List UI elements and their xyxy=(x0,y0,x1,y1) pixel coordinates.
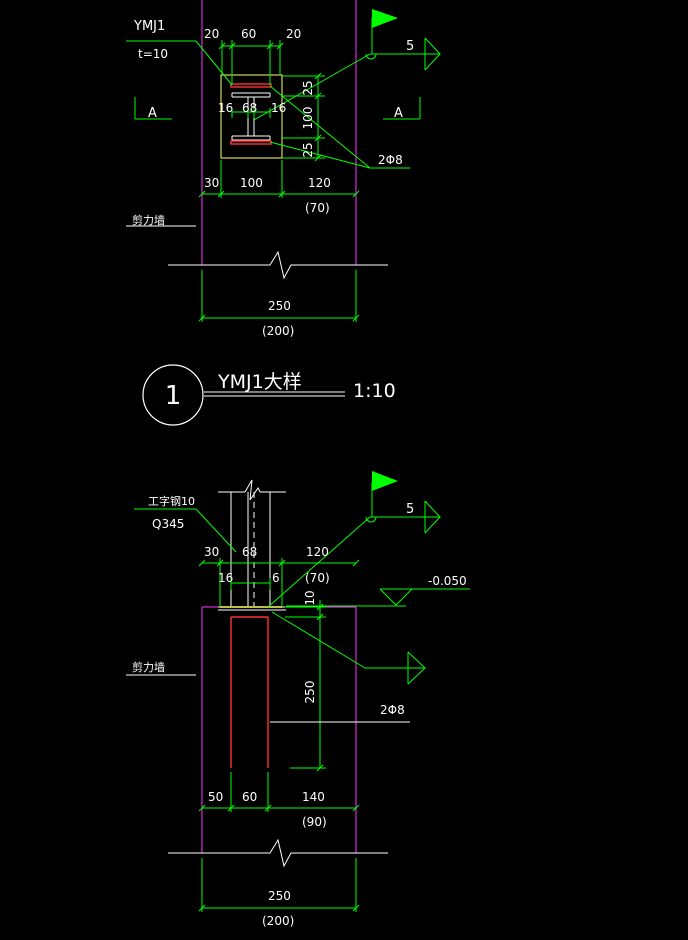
dim-bbot-3: 140 xyxy=(302,790,325,804)
dim-btop-3: 120 xyxy=(306,545,329,559)
dim-right-3: 25 xyxy=(301,142,315,157)
detail-title: YMJ1大样 xyxy=(217,371,302,393)
dim-bottom-3: 120 xyxy=(308,176,331,190)
embed-depth-dim: 250 xyxy=(303,681,317,704)
dim-lines-bottom xyxy=(134,482,470,912)
dim-bottom-2: 100 xyxy=(240,176,263,190)
rebar-label-bottom: 2Φ8 xyxy=(380,703,405,717)
bottom-detail: 工字钢10 Q345 5 -0.050 2Φ8 剪力墙 30 68 120 16… xyxy=(126,471,470,928)
plate-thickness-dim: 10 xyxy=(303,590,317,605)
thickness-label: t=10 xyxy=(138,47,168,61)
elevation-label: -0.050 xyxy=(428,574,467,588)
title-block: 1 YMJ1大样 1:10 xyxy=(142,364,396,426)
dim-bbot-1: 50 xyxy=(208,790,223,804)
rebar-elevation xyxy=(230,616,269,768)
dim-web-3: 16 xyxy=(271,101,286,115)
rebar-top xyxy=(230,83,272,88)
weld-size-top: 5 xyxy=(406,39,414,54)
dim-bweb-2: 6 xyxy=(272,571,280,585)
dim-total-bottom: 250 xyxy=(268,889,291,903)
detail-number: 1 xyxy=(165,381,182,411)
break-line-bottom xyxy=(168,838,388,868)
dim-right-2: 100 xyxy=(301,107,315,130)
break-line-top xyxy=(168,250,388,280)
dim-top-3: 20 xyxy=(286,27,301,41)
dim-top-2: 60 xyxy=(241,27,256,41)
dim-top-1: 20 xyxy=(204,27,219,41)
weld-flag-icon-bottom xyxy=(372,471,398,491)
dim-btop-1: 30 xyxy=(204,545,219,559)
dim-bottom-1: 30 xyxy=(204,176,219,190)
dim-bweb-1: 16 xyxy=(218,571,233,585)
dim-bbot-alt: (90) xyxy=(302,815,327,829)
embed-plate xyxy=(220,74,283,159)
rebar-bottom xyxy=(230,140,272,145)
dim-right-1: 25 xyxy=(301,80,315,95)
dim-bbot-2: 60 xyxy=(242,790,257,804)
dim-web-2: 68 xyxy=(242,101,257,115)
grade-label: Q345 xyxy=(152,517,184,531)
section-a-right: A xyxy=(394,106,403,121)
dim-web-1: 16 xyxy=(218,101,233,115)
detail-number-circle xyxy=(142,364,204,426)
beam-label: 工字钢10 xyxy=(148,494,195,508)
dim-total-alt-top: (200) xyxy=(262,324,294,338)
wall-label-top: 剪力墙 xyxy=(132,213,165,227)
dim-total-alt-bottom: (200) xyxy=(262,914,294,928)
weld-size-bottom: 5 xyxy=(406,502,414,517)
dim-bottom-alt: (70) xyxy=(305,201,330,215)
wall-label-bottom: 剪力墙 xyxy=(132,660,165,674)
dim-lines-top xyxy=(126,18,441,322)
dim-btop-alt: (70) xyxy=(305,571,330,585)
weld-flag-icon xyxy=(372,9,398,28)
dim-btop-2: 68 xyxy=(242,545,257,559)
member-label: YMJ1 xyxy=(133,19,165,34)
top-detail: YMJ1 t=10 A A 5 2Φ8 剪力墙 20 60 20 16 68 1… xyxy=(126,0,441,338)
section-a-left: A xyxy=(148,106,157,121)
dim-total-top: 250 xyxy=(268,299,291,313)
rebar-label-top: 2Φ8 xyxy=(378,153,403,167)
detail-scale: 1:10 xyxy=(353,380,396,402)
